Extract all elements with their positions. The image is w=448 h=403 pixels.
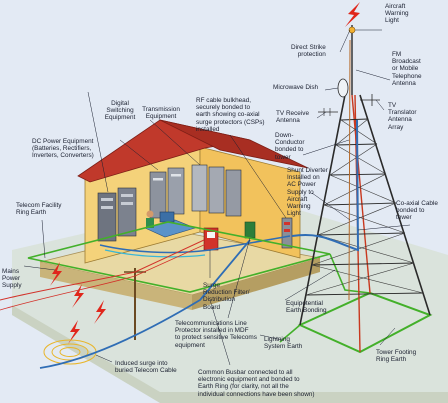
mains-power-lines — [0, 239, 205, 301]
leader-lines — [23, 29, 411, 366]
label-tv-receive: TV Receive Antenna — [276, 110, 310, 125]
lightning-earth-lead — [279, 324, 301, 343]
label-aircraft-warning-light: Aircraft Warning Light — [385, 3, 409, 25]
building-slab-side — [40, 262, 192, 310]
label-shunt-diverter: Shunt Diverter Installed on AC Power Sup… — [287, 167, 328, 218]
rf-bulkhead — [281, 217, 293, 249]
buried-telecom-cable — [39, 239, 251, 369]
tv-receive-antenna — [318, 108, 338, 116]
label-fm-antenna: FM Broadcast or Mobile Telephone Antenna — [392, 51, 422, 87]
microwave-dish — [337, 78, 349, 98]
ground-plate-edge — [12, 305, 448, 403]
transmission-racks — [191, 164, 242, 217]
equipotential-bond — [329, 253, 371, 294]
direct-strike-bolt — [345, 2, 360, 27]
label-tv-translator: TV Translator Antenna Array — [388, 102, 417, 131]
label-lightning-earth: Lightning System Earth — [264, 336, 303, 351]
label-dc-power: DC Power Equipment (Batteries, Rectifier… — [32, 138, 94, 160]
tv-translator-antenna — [360, 94, 380, 106]
down-conductor — [348, 39, 351, 301]
label-line-protector: Telecommunications Line Protector instal… — [175, 320, 257, 349]
mains-surge-bolt-1 — [50, 262, 62, 286]
label-common-busbar: Common Busbar connected to all electroni… — [198, 369, 315, 398]
label-mains-power: Mains Power Supply — [2, 268, 22, 290]
mains-surge-bolt-3 — [94, 300, 106, 324]
building-roof-right — [159, 119, 309, 169]
label-tower-footing: Tower Footing Ring Earth — [376, 349, 417, 364]
label-rf-bulkhead: RF cable bulkhead, securely bonded to ea… — [196, 97, 265, 133]
internal-cable-cyan — [104, 249, 206, 258]
label-coax-bonded: Co-axial Cable bonded to tower — [396, 200, 438, 222]
label-direct-strike: Direct Strike protection — [291, 44, 326, 59]
line-protector — [244, 221, 256, 239]
cable-surge-bolt — [68, 320, 80, 344]
switching-racks — [149, 167, 185, 219]
mains-power-lines-2 — [0, 243, 207, 311]
label-transmission-equipment: Transmission Equipment — [142, 106, 180, 121]
label-microwave-dish: Microwave Dish — [273, 84, 319, 91]
mains-surge-bolt-2 — [72, 284, 84, 308]
dc-power-racks — [97, 187, 137, 242]
label-ring-earth: Telecom Facility Ring Earth — [16, 202, 62, 217]
label-equipotential: Equipotential Earth Bonding — [286, 300, 327, 315]
label-digital-switching: Digital Switching Equipment — [104, 100, 136, 122]
internal-cable-blue — [99, 235, 291, 254]
label-down-conductor: Down- Conductor bonded to tower — [275, 132, 305, 161]
building-slab-front — [192, 258, 320, 310]
label-induced-surge: Induced surge into buried Telecom Cable — [115, 360, 177, 375]
label-surge-filter: Surge Reduction Filter/ Distribution Boa… — [203, 282, 250, 311]
coax-cable-to-tower — [291, 119, 360, 252]
